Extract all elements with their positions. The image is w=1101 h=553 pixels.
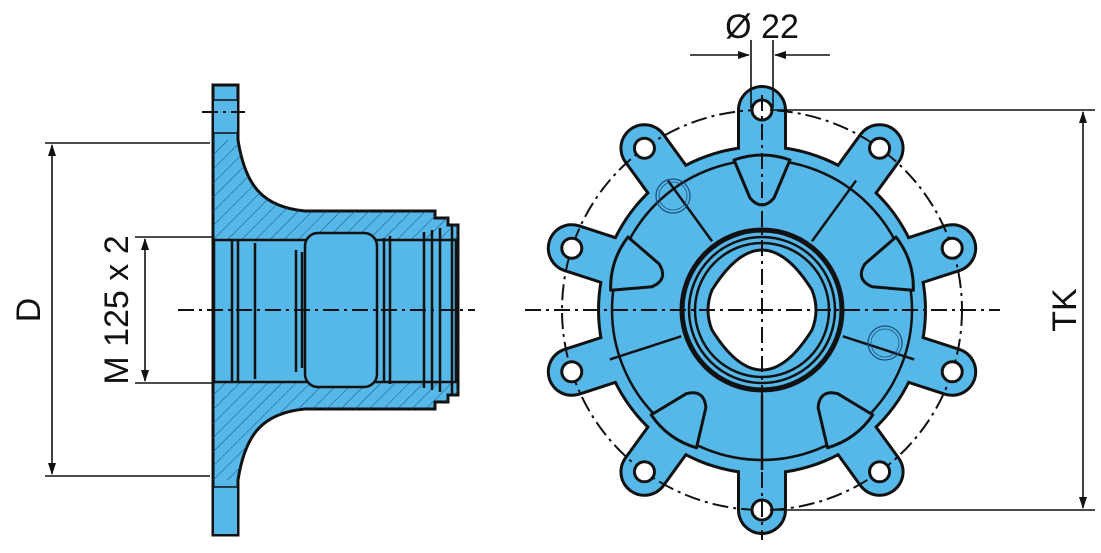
logo-mark: [867, 325, 903, 361]
bolt-hole: [868, 460, 892, 484]
section-view: [178, 83, 475, 537]
label-hole-diameter: Ø 22: [725, 8, 799, 46]
front-view: [525, 85, 1000, 540]
pocket: [859, 235, 915, 292]
label-thread: M 125 x 2: [98, 235, 136, 384]
pocket: [609, 235, 665, 292]
dimension-d: D: [10, 142, 210, 477]
logo-mark: [655, 178, 691, 214]
bolt-hole: [560, 236, 584, 260]
bolt-hole: [560, 360, 584, 384]
flange-hole-top: [214, 100, 237, 133]
pocket: [649, 391, 708, 450]
hub-ring-mid: [687, 235, 837, 385]
pocket: [816, 391, 875, 450]
label-d: D: [10, 298, 48, 323]
spoke-edge: [842, 335, 915, 361]
bolt-hole: [632, 460, 656, 484]
spoke-edge: [810, 179, 858, 242]
bolt-hole: [940, 360, 964, 384]
logo-mark-inner: [658, 181, 688, 211]
dimension-hole-diameter: Ø 22: [690, 8, 830, 108]
spoke-edge: [666, 179, 714, 242]
spoke-edge: [609, 335, 682, 361]
bolt-hole: [868, 136, 892, 160]
logo-mark-inner: [870, 328, 900, 358]
flange-hole-bottom: [214, 487, 237, 534]
bolt-hole: [940, 236, 964, 260]
dimension-tk: TK: [770, 109, 1095, 511]
dimension-thread: M 125 x 2: [98, 235, 213, 385]
bolt-hole: [632, 136, 656, 160]
pocket: [732, 153, 792, 207]
label-tk: TK: [1046, 288, 1084, 332]
